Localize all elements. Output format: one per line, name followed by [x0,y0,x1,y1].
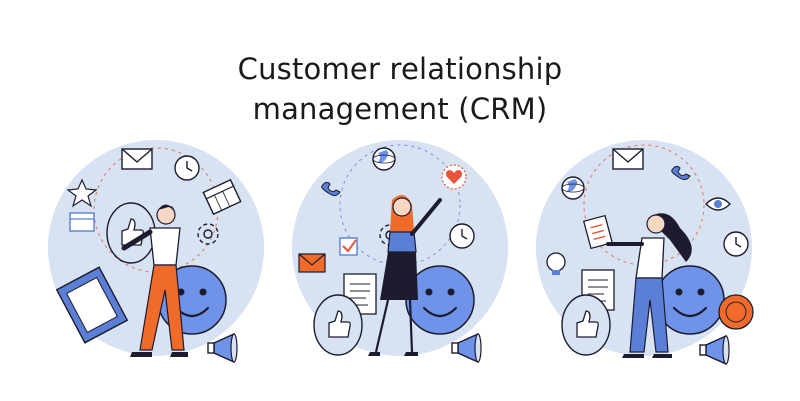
envelope-icon [121,148,153,170]
page-title: Customer relationship management (CRM) [0,49,800,129]
page-title-line-2: management (CRM) [252,92,548,127]
envelope-icon [612,148,644,170]
globe-icon [372,147,396,171]
megaphone-icon [699,335,730,365]
calendar-icon [202,178,242,216]
browser-window-icon [69,212,95,232]
woman-figure [368,195,442,356]
globe-icon [561,176,585,200]
lightbulb-icon [546,252,566,275]
page-title-line-1: Customer relationship [237,52,563,87]
envelope-icon [298,253,326,273]
document-icon [55,266,129,344]
clock-icon [449,223,475,249]
thumbs-up-icon [313,294,363,356]
eye-icon [705,197,731,211]
heart-icon [441,164,467,190]
coin-icon [718,294,754,330]
woman-figure [606,213,692,358]
alarm-clock-icon [174,155,200,181]
crm-scene-man-holding-thumbs-up [48,140,264,363]
crm-scene-woman-touching-heart [292,140,508,363]
phone-icon [671,165,691,181]
man-figure [121,204,188,357]
thumbs-up-icon [561,294,611,356]
checklist-icon [582,214,614,250]
phone-icon [321,181,341,197]
alarm-clock-icon [723,231,749,257]
checkbox-icon [339,237,358,256]
crm-scene-woman-with-checklist [536,140,754,365]
star-icon [66,178,98,208]
